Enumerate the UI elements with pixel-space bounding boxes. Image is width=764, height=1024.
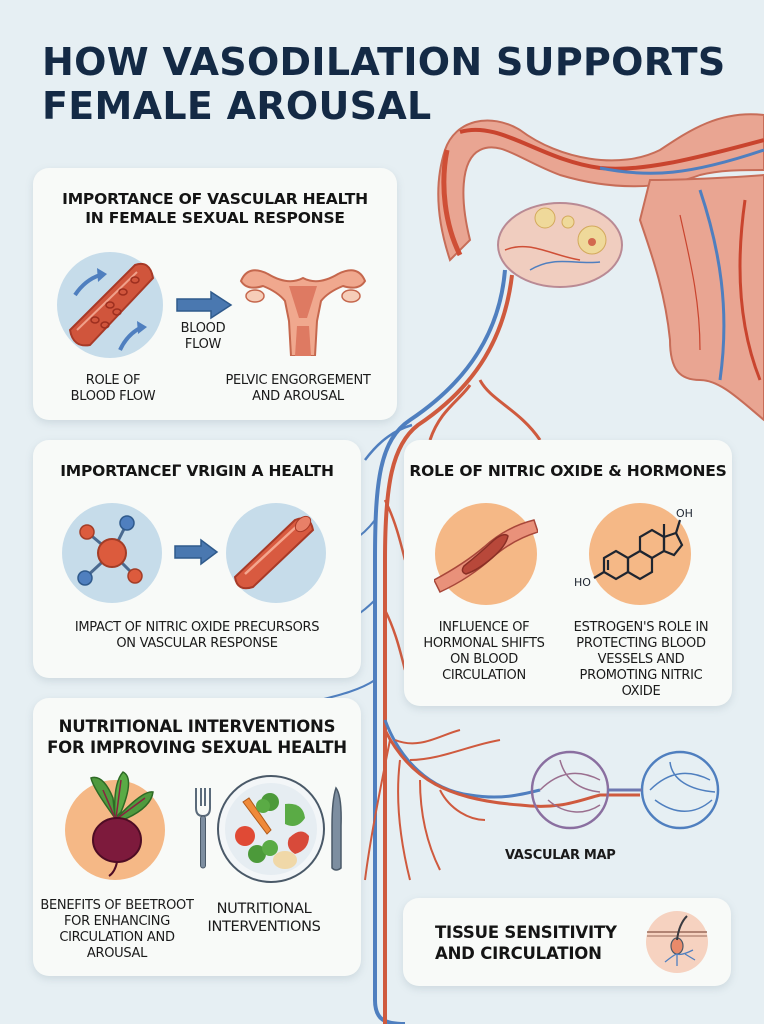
role-of-blood-flow-caption: ROLE OF BLOOD FLOW bbox=[70, 373, 156, 404]
tissue-heading: TISSUE SENSITIVITY AND CIRCULATION bbox=[435, 923, 617, 963]
nitric-oxide-heading: ROLE OF NITRIC OXIDE & HORMONES bbox=[409, 462, 727, 480]
tissue-sensitivity-card: TISSUE SENSITIVITY AND CIRCULATION bbox=[403, 898, 731, 986]
vegetable-plate-icon bbox=[217, 775, 325, 883]
vrigin-health-heading: IMPORTANCEΓ VRIGIN A HEALTH bbox=[60, 462, 334, 480]
knife-icon bbox=[331, 786, 342, 871]
vessel-cross-section-icon bbox=[434, 503, 538, 605]
nutrition-card: NUTRITIONAL INTERVENTIONS FOR IMPROVING … bbox=[33, 698, 361, 976]
nutrition-heading: NUTRITIONAL INTERVENTIONS FOR IMPROVING … bbox=[47, 717, 347, 757]
blood-vessel-icon bbox=[226, 503, 326, 603]
skin-follicle-icon bbox=[646, 911, 708, 973]
svg-text:OH: OH bbox=[676, 507, 693, 520]
beetroot-icon bbox=[65, 771, 165, 880]
arrow-right-icon bbox=[176, 290, 233, 320]
vrigin-health-card: IMPORTANCEΓ VRIGIN A HEALTH IMPACT OF NI… bbox=[33, 440, 361, 678]
estradiol-molecule-icon: OH HO bbox=[574, 503, 693, 605]
uterus-icon bbox=[239, 269, 367, 356]
pelvic-engorgement-caption: PELVIC ENGORGEMENT AND AROUSAL bbox=[225, 373, 371, 404]
nitric-oxide-hormones-card: ROLE OF NITRIC OXIDE & HORMONES OH HO IN… bbox=[404, 440, 732, 706]
uterus-anatomy-illustration bbox=[437, 113, 764, 422]
blood-vessel-icon bbox=[57, 252, 163, 358]
molecule-icon bbox=[62, 503, 162, 603]
arrow-right-icon bbox=[174, 538, 219, 566]
vascular-health-card: IMPORTANCE OF VASCULAR HEALTH IN FEMALE … bbox=[33, 168, 397, 420]
hormonal-shifts-caption: INFLUENCE OF HORMONAL SHIFTS ON BLOOD CI… bbox=[423, 620, 545, 683]
page-title: HOW VASODILATION SUPPORTS FEMALE AROUSAL bbox=[42, 40, 726, 128]
nutritional-interventions-caption: NUTRITIONAL INTERVENTIONS bbox=[207, 901, 321, 935]
vascular-health-heading: IMPORTANCE OF VASCULAR HEALTH IN FEMALE … bbox=[62, 190, 368, 227]
vascular-map-label: VASCULAR MAP bbox=[505, 848, 616, 863]
beetroot-benefits-caption: BENEFITS OF BEETROOT FOR ENHANCING CIRCU… bbox=[40, 898, 194, 961]
nitric-oxide-precursors-caption: IMPACT OF NITRIC OXIDE PRECURSORS ON VAS… bbox=[74, 620, 320, 651]
main-vessel-trunk bbox=[319, 269, 720, 1024]
svg-text:HO: HO bbox=[574, 576, 591, 589]
blood-flow-arrow-label: BLOOD FLOW bbox=[180, 321, 226, 352]
fork-icon bbox=[195, 788, 211, 869]
estrogen-role-caption: ESTROGEN'S ROLE IN PROTECTING BLOOD VESS… bbox=[573, 620, 709, 699]
